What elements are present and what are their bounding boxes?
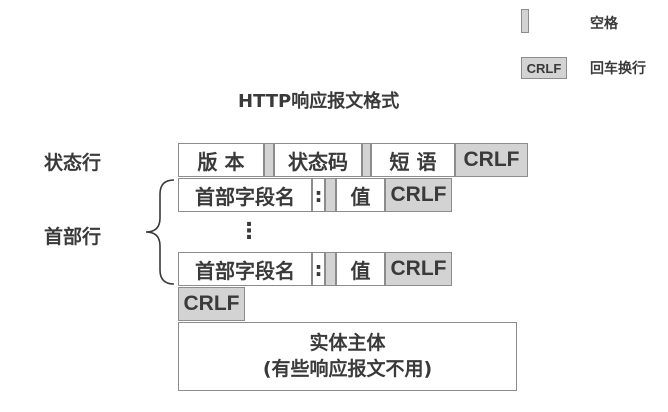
colon-field: : — [312, 178, 325, 212]
entity-body: 实体主体 (有些响应报文不用) — [178, 322, 517, 391]
status-code-field: 状态码 — [274, 143, 362, 177]
crlf-label: CRLF — [463, 148, 520, 171]
header-lines-label: 首部行 — [44, 226, 102, 248]
status-line-label: 状态行 — [44, 152, 102, 174]
header-value-label: 值 — [350, 258, 371, 283]
brace-icon — [145, 179, 175, 285]
legend-crlf-text: CRLF — [526, 60, 562, 76]
header-field-name: 首部字段名 — [178, 178, 312, 212]
legend-space-swatch — [521, 9, 529, 33]
colon-field: : — [312, 252, 325, 286]
phrase-label: 短 语 — [389, 149, 437, 174]
crlf-field: CRLF — [385, 252, 452, 286]
ellipsis: ⋮ — [238, 219, 260, 244]
header-value-field: 值 — [336, 178, 385, 212]
status-code-label: 状态码 — [288, 149, 348, 174]
colon-label: : — [314, 183, 323, 207]
legend-crlf-label: 回车换行 — [590, 61, 646, 77]
phrase-field: 短 语 — [371, 143, 455, 177]
entity-body-note: (有些响应报文不用) — [262, 357, 433, 380]
entity-body-title: 实体主体 — [309, 331, 386, 354]
space-separator — [362, 143, 371, 177]
header-value-label: 值 — [350, 184, 371, 209]
version-label: 版 本 — [197, 149, 245, 174]
space-separator — [264, 143, 274, 177]
colon-label: : — [314, 257, 323, 281]
diagram-title: HTTP响应报文格式 — [238, 91, 400, 112]
legend-crlf-swatch: CRLF — [521, 57, 567, 79]
crlf-field: CRLF — [455, 143, 528, 177]
header-value-field: 值 — [336, 252, 385, 286]
legend-space-label: 空格 — [590, 16, 618, 32]
header-field-name: 首部字段名 — [178, 252, 312, 286]
blank-line-crlf: CRLF — [178, 287, 245, 321]
header-field-name-label: 首部字段名 — [195, 258, 295, 283]
crlf-label: CRLF — [390, 183, 447, 206]
crlf-field: CRLF — [385, 178, 452, 212]
header-field-name-label: 首部字段名 — [195, 184, 295, 209]
space-separator — [325, 178, 336, 212]
crlf-label: CRLF — [183, 292, 240, 315]
version-field: 版 本 — [178, 143, 264, 177]
crlf-label: CRLF — [390, 257, 447, 280]
space-separator — [325, 252, 336, 286]
